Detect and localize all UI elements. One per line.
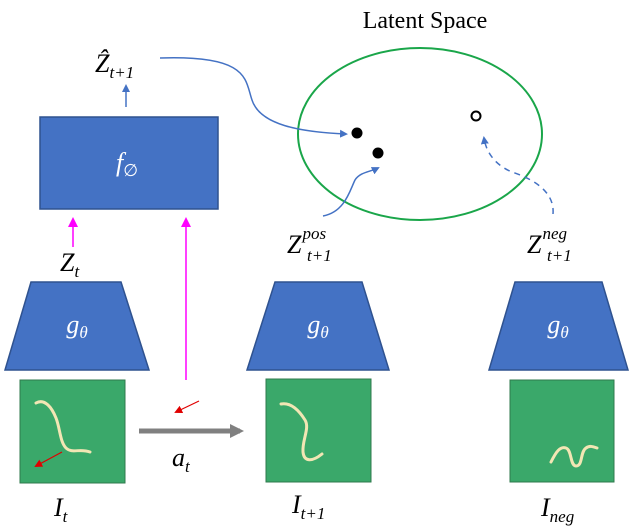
latent-space-ellipse — [297, 47, 543, 221]
action-label: at — [172, 443, 191, 476]
z-neg-sup: neg — [542, 224, 567, 243]
latent-space-title: Latent Space — [363, 8, 488, 34]
rope-current — [34, 400, 92, 454]
encoder-trapezoid-pos — [245, 281, 391, 371]
predicted-embedding-point — [351, 127, 363, 139]
encoder-label-t-main: g — [66, 310, 79, 339]
red-action-arrow-legend — [174, 400, 200, 414]
z-neg-label: Zneg t+1 — [527, 224, 572, 265]
positive-embedding-point — [372, 147, 384, 159]
predictor-label-sub: ∅ — [123, 161, 138, 180]
z-pos-main: Z — [287, 230, 302, 259]
image-next — [265, 378, 372, 483]
z-pos-sup: pos — [301, 224, 326, 243]
z-pos-sub: t+1 — [307, 246, 332, 265]
image-current-label: It — [53, 493, 69, 526]
encoder-trapezoid-neg — [487, 281, 630, 371]
image-current — [19, 379, 126, 484]
i-t1-sub: t+1 — [301, 504, 326, 523]
encoder-label-pos: gθ — [307, 310, 328, 342]
z-pos-to-latent-arrow — [322, 167, 380, 217]
z-pos-label: Zpos t+1 — [287, 224, 332, 265]
z-t-label: Zt — [60, 248, 80, 281]
z-hat-label: Ẑt+1 — [95, 49, 134, 82]
z-t-main: Z — [60, 248, 75, 277]
z-hat-sub: t+1 — [109, 63, 134, 82]
encoder-label-t-sub: θ — [79, 323, 87, 342]
z-neg-sub: t+1 — [547, 246, 572, 265]
red-action-arrow-current — [34, 451, 63, 467]
encoder-label-neg: gθ — [547, 310, 568, 342]
encoder-label-neg-sub: θ — [560, 323, 568, 342]
encoder-label-neg-main: g — [547, 310, 560, 339]
predictor-box — [39, 116, 219, 210]
i-neg-main: I — [540, 493, 551, 522]
action-main: a — [172, 443, 185, 472]
predictor-label: f∅ — [116, 148, 138, 180]
i-t-main: I — [53, 493, 64, 522]
encoder-label-t: gθ — [66, 310, 87, 342]
encoder-label-pos-sub: θ — [320, 323, 328, 342]
z-neg-main: Z — [527, 230, 542, 259]
predictor-label-main: f — [116, 148, 127, 177]
image-next-label: It+1 — [291, 490, 325, 523]
image-negative-label: Ineg — [540, 493, 574, 526]
image-negative — [509, 379, 615, 483]
z-t-sub: t — [74, 262, 80, 281]
rope-negative — [549, 444, 599, 468]
i-t1-main: I — [291, 490, 302, 519]
z-hat-to-latent-arrow — [159, 57, 348, 138]
action-sub: t — [185, 457, 191, 476]
i-neg-sub: neg — [550, 507, 575, 526]
encoder-trapezoid-t — [3, 281, 151, 371]
z-hat-main: Ẑ — [95, 49, 110, 78]
encoder-label-pos-main: g — [307, 310, 320, 339]
rope-next — [279, 402, 324, 462]
i-t-sub: t — [63, 507, 69, 526]
negative-embedding-point — [470, 110, 482, 122]
